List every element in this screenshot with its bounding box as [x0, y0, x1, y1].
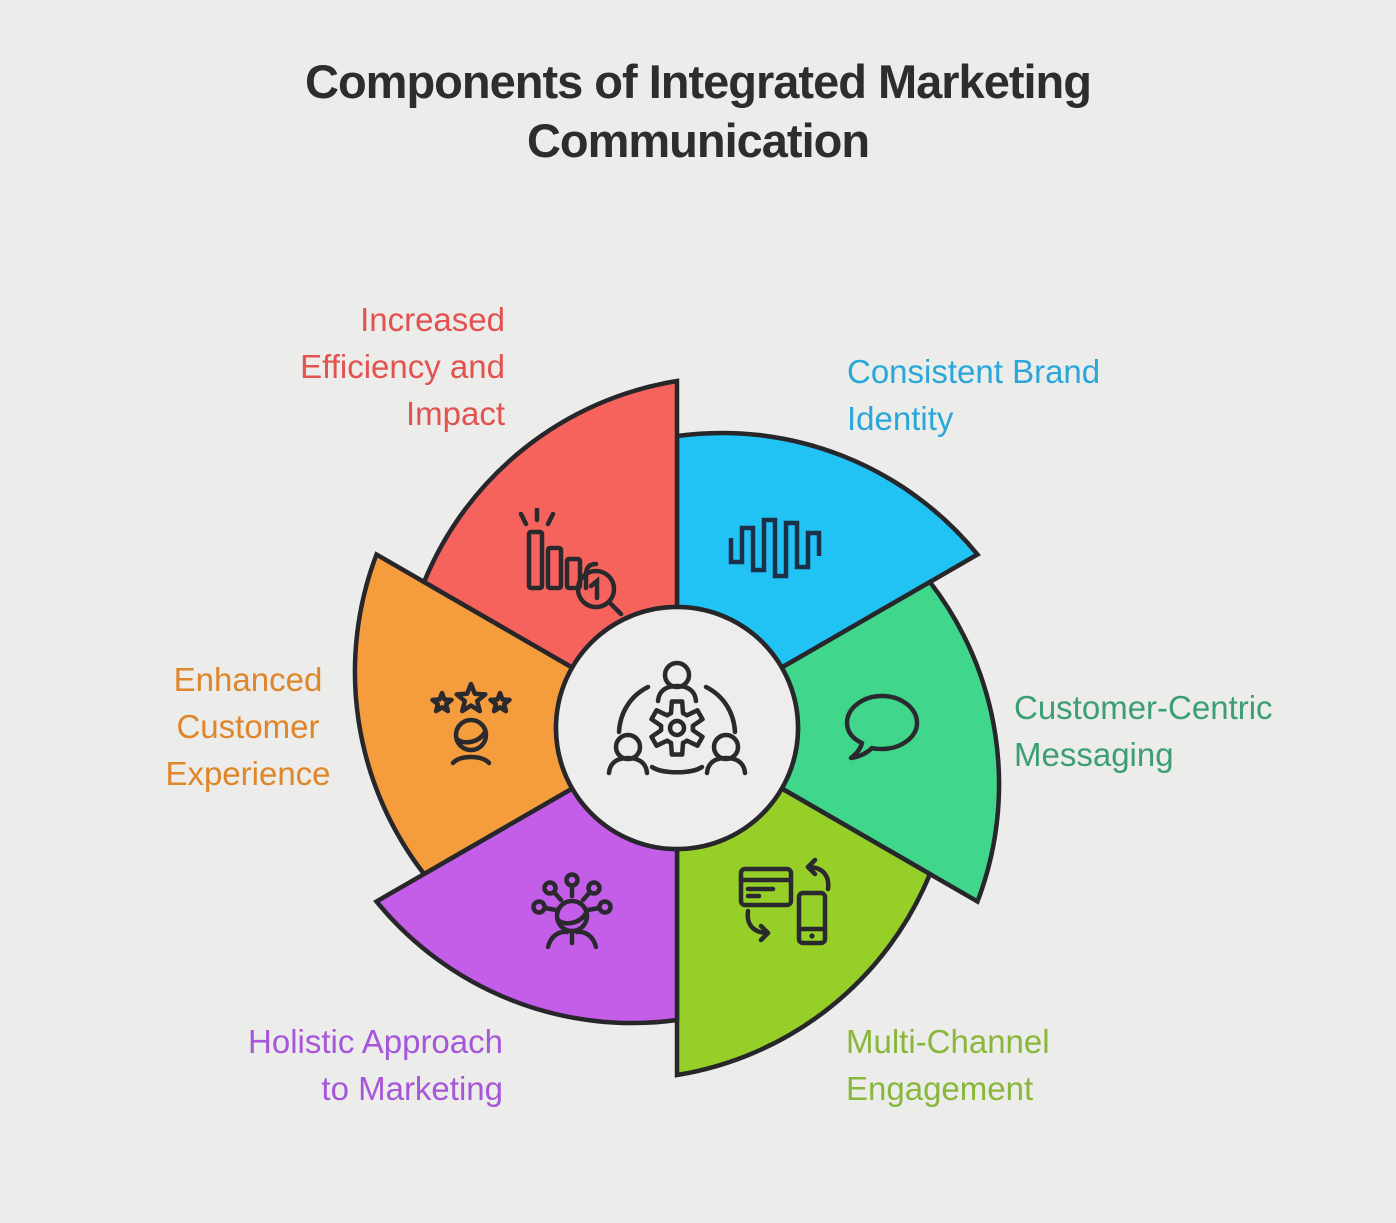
label-holistic-approach-to-marketing: Holistic Approach to Marketing [248, 1023, 503, 1107]
network-person-icon [531, 872, 613, 950]
label-consistent-brand-identity: Consistent Brand Identity [847, 353, 1101, 437]
label-customer-centric-messaging: Customer-Centric Messaging [1014, 689, 1273, 773]
waveform-icon [728, 517, 822, 579]
star-person-icon [430, 681, 512, 766]
devices-sync-icon [738, 857, 831, 946]
label-increased-efficiency-and-impact: Increased Efficiency and Impact [300, 301, 505, 432]
page-title: Components of Integrated Marketing Commu… [0, 52, 1396, 170]
page-title-line2: Communication [526, 114, 870, 167]
center-hub-circle [553, 604, 801, 852]
speech-bubble-icon [844, 693, 920, 761]
label-multi-channel-engagement: Multi-Channel Engagement [846, 1023, 1050, 1107]
team-gear-icon [606, 660, 748, 776]
label-enhanced-customer-experience: Enhanced Customer Experience [165, 661, 331, 792]
page-title-line1: Components of Integrated Marketing [305, 55, 1092, 108]
bar-chart-magnifier-icon [518, 508, 624, 617]
